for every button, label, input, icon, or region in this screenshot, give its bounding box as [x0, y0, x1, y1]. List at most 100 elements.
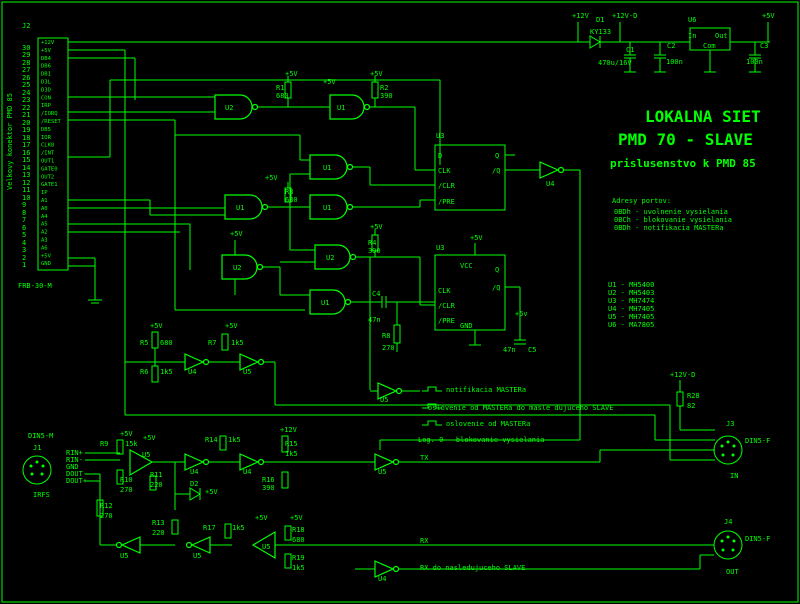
- j2-pin-left: 26: [22, 74, 30, 82]
- pwr-mid-label: +12V-D: [612, 12, 637, 20]
- cap-c5: +5v 47n C5: [503, 286, 536, 354]
- gate-u1-d: U1: [224, 194, 269, 220]
- svg-text:CLK: CLK: [438, 167, 451, 175]
- j2-pin-left: 6: [22, 224, 26, 232]
- connector-j1: DIN5-M J1 IRFS RIN+ RIN- GND DOUT- DOUT+: [22, 432, 87, 499]
- svg-text:47n: 47n: [503, 346, 516, 354]
- j2-pin-right: 9: [22, 201, 26, 209]
- buffer-u4-d: U4: [239, 453, 265, 476]
- svg-text:47n: 47n: [368, 316, 381, 324]
- j2-signal: CON: [41, 95, 51, 101]
- svg-text:R7: R7: [208, 339, 216, 347]
- chip-list-2: U2 - MH5403: [608, 289, 654, 297]
- svg-text:Q: Q: [495, 266, 499, 274]
- res-r14: R14 1k5: [205, 435, 241, 451]
- res-r19: R19 1k5: [284, 553, 305, 572]
- j2-pin-left: 18: [22, 134, 30, 142]
- title-line1: LOKALNA SIET: [645, 107, 761, 126]
- svg-text:680: 680: [292, 536, 305, 544]
- tx-label: TX: [420, 454, 429, 462]
- svg-text:1k5: 1k5: [228, 436, 241, 444]
- svg-text:U4: U4: [243, 468, 251, 476]
- j2-signal: +5V: [41, 253, 52, 259]
- j2-signal: DB1: [41, 72, 51, 78]
- svg-text:U5: U5: [193, 552, 201, 560]
- diode-d2: D2 +5V: [189, 480, 218, 501]
- j2-signal: A0: [41, 206, 48, 212]
- svg-text:U5: U5: [378, 468, 386, 476]
- j2-pin-right: 3: [22, 246, 26, 254]
- j2-signal: GATE0: [41, 166, 58, 172]
- j2-ref: J2: [22, 22, 30, 30]
- buffer-u4-c: U4: [184, 453, 210, 476]
- svg-text:680: 680: [276, 92, 289, 100]
- annotation-2: oslovenie od MASTERa do masle dujuceho S…: [428, 404, 613, 412]
- svg-text:U5: U5: [243, 368, 251, 376]
- j2-signal: A3: [41, 238, 48, 244]
- j2-pin-left: 28: [22, 59, 30, 67]
- gate-u1-b: U1: [309, 154, 354, 180]
- svg-text:+5V: +5V: [120, 430, 133, 438]
- svg-text:J4: J4: [724, 518, 732, 526]
- title-line3: prislusenstvo k PMD 85: [610, 157, 756, 170]
- svg-text:+5V: +5V: [255, 514, 268, 522]
- svg-text:R5: R5: [140, 339, 148, 347]
- j2-signal: GATE1: [41, 182, 58, 188]
- annotation-5: RX do nasledujuceho SLAVE: [420, 564, 525, 572]
- buffer-u5-d: U5: [185, 536, 211, 560]
- svg-text:R8: R8: [382, 332, 390, 340]
- j2-signal: GND: [41, 261, 51, 267]
- ports-heading: Adresy portov:: [612, 197, 671, 205]
- svg-text:Q: Q: [495, 152, 499, 160]
- svg-text:+5V: +5V: [470, 234, 483, 242]
- j2-signal: +5V: [41, 48, 52, 54]
- j2-signal: A1: [41, 198, 48, 204]
- res-r4: +5V R4 390: [368, 223, 383, 257]
- buffer-u5-tx: U5: [374, 453, 400, 476]
- svg-text:R13: R13: [152, 519, 165, 527]
- res-r1: +5V R1 680: [276, 70, 298, 107]
- svg-text:220: 220: [150, 481, 163, 489]
- j2-signal: D3D: [41, 87, 51, 93]
- j2-pin-right: 1: [22, 261, 26, 269]
- svg-text:U5: U5: [262, 543, 270, 551]
- res-r10: R10 270: [116, 469, 133, 494]
- svg-text:U2: U2: [326, 254, 334, 262]
- res-r3: +5V R3 680: [265, 174, 298, 204]
- j2-pin-right: 29: [22, 51, 30, 59]
- res-r28: +12V-D R28 82: [670, 371, 700, 410]
- svg-text:1k5: 1k5: [292, 564, 305, 572]
- svg-text:DIN5-F: DIN5-F: [745, 437, 770, 445]
- ports-line-2: 0BCh - blokovanie vysielania: [614, 216, 732, 224]
- res-r12: R12 270: [96, 499, 113, 520]
- res-r17: R17 1k5: [203, 523, 245, 539]
- annotation-1: notifikacia MASTERa: [446, 386, 526, 394]
- svg-text:390: 390: [380, 92, 393, 100]
- svg-text:RIN+: RIN+: [66, 449, 83, 457]
- svg-text:R11: R11: [150, 471, 163, 479]
- svg-text:+12V-D: +12V-D: [670, 371, 695, 379]
- res-r8: R8 270: [382, 302, 401, 352]
- svg-text:/PRE: /PRE: [438, 317, 455, 325]
- j2-pin-left: 16: [22, 149, 30, 157]
- comparator-u5-rx: +5V U5: [251, 514, 276, 560]
- j2-pin-right: 23: [22, 96, 30, 104]
- svg-text:+5V: +5V: [225, 322, 238, 330]
- gate-u2-b: U2 +5V: [221, 230, 264, 280]
- svg-text:U3: U3: [436, 132, 444, 140]
- svg-text:/PRE: /PRE: [438, 198, 455, 206]
- svg-text:U1: U1: [236, 204, 244, 212]
- j2-pin-right: 13: [22, 171, 30, 179]
- svg-text:1k5: 1k5: [232, 524, 245, 532]
- svg-text:R4: R4: [368, 239, 376, 247]
- j2-signal: OUT1: [41, 159, 54, 165]
- j2-pin-right: 27: [22, 66, 30, 74]
- comparator-u5: +5V U5: [129, 434, 156, 477]
- d1-ref: D1: [596, 16, 604, 24]
- res-r18: +5V R18 680: [284, 514, 305, 544]
- svg-text:/CLR: /CLR: [438, 182, 456, 190]
- svg-text:R10: R10: [120, 476, 133, 484]
- svg-text:R3: R3: [285, 188, 293, 196]
- annotation-3: oslovenie od MASTERa: [446, 420, 530, 428]
